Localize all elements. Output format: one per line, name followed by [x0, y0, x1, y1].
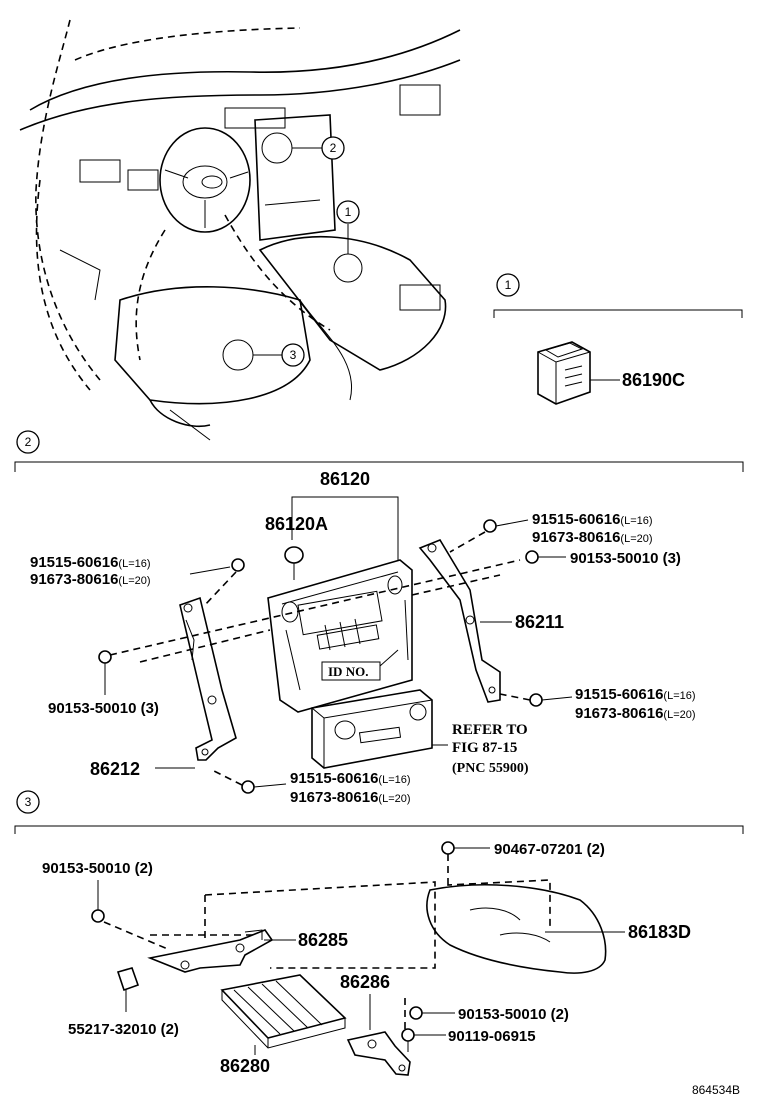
part-bottom-b: 91673-80616(L=20) [290, 789, 411, 806]
part-86120a: 86120A [265, 514, 328, 534]
callout-1: 1 [333, 200, 363, 283]
callout-2: 2 [261, 132, 345, 164]
id-number-label: ID NO. [321, 649, 399, 681]
nut-left-icon [98, 650, 112, 695]
screw-right-lower-icon [499, 693, 543, 707]
bracket-86286-icon [346, 1031, 411, 1076]
svg-text:(PNC 55900): (PNC 55900) [452, 761, 529, 776]
part-86286: 86286 [340, 972, 390, 992]
part-86280: 86280 [220, 1056, 270, 1076]
part-right-lower-b: 91673-80616(L=20) [575, 705, 696, 722]
svg-text:2: 2 [330, 141, 337, 155]
svg-text:2: 2 [25, 435, 32, 449]
svg-text:FIG 87-15: FIG 87-15 [452, 740, 517, 756]
bracket-86285-icon [147, 929, 274, 973]
amplifier-86280-icon [220, 974, 347, 1049]
part-90119: 90119-06915 [448, 1028, 536, 1045]
part-86211: 86211 [515, 612, 564, 632]
callout-3: 3 [222, 339, 305, 371]
bracket-86211-icon [418, 539, 501, 703]
part-86285: 86285 [298, 930, 348, 950]
part-right-lower-a: 91515-60616(L=16) [575, 686, 696, 703]
cover-86183d-icon [426, 884, 607, 974]
svg-text:1: 1 [505, 278, 512, 292]
part-86120: 86120 [320, 469, 370, 489]
screw-right-upper-icon [449, 519, 497, 553]
part-90153-left: 90153-50010 (2) [42, 860, 153, 877]
part-90467: 90467-07201 (2) [494, 841, 605, 858]
clip-55217-icon [116, 967, 140, 1012]
part-86212: 86212 [90, 759, 140, 779]
part-left-upper-b: 91673-80616(L=20) [30, 571, 151, 588]
svg-text:ID NO.: ID NO. [328, 664, 368, 679]
svg-text:1: 1 [345, 205, 352, 219]
part-86183d: 86183D [628, 922, 691, 942]
knob-86120a-icon [284, 546, 304, 580]
part-right-upper-a: 91515-60616(L=16) [532, 511, 653, 528]
dashboard-overview-illustration [19, 19, 461, 441]
screw-left-upper-icon [203, 558, 245, 607]
switch-86190c-icon [537, 341, 591, 405]
part-left-nut: 90153-50010 (3) [48, 700, 159, 717]
part-right-nut: 90153-50010 (3) [570, 550, 681, 567]
center-panel-86120-icon [267, 559, 413, 713]
svg-text:3: 3 [290, 348, 297, 362]
bolt-90119-icon [401, 1028, 415, 1052]
nut-section3-right-icon [409, 1006, 423, 1020]
figure-id: 864534B [692, 1083, 740, 1097]
part-left-upper-a: 91515-60616(L=16) [30, 554, 151, 571]
nut-right-icon [525, 550, 539, 564]
part-bottom-a: 91515-60616(L=16) [290, 770, 411, 787]
part-right-upper-b: 91673-80616(L=20) [532, 529, 653, 546]
part-55217: 55217-32010 (2) [68, 1021, 179, 1038]
section-2: 2 86120 86120A ID NO. [14, 430, 744, 806]
clip-90467-icon [441, 841, 455, 882]
screw-bottom-icon [211, 769, 255, 794]
svg-text:REFER TO: REFER TO [452, 722, 528, 738]
part-90153-right: 90153-50010 (2) [458, 1006, 569, 1023]
part-86190c: 86190C [622, 370, 685, 390]
bracket-86212-icon [179, 596, 237, 761]
climate-control-unit-icon [311, 689, 433, 769]
svg-text:3: 3 [25, 795, 32, 809]
section-1: 1 86190C [493, 273, 743, 405]
section-3: 3 90153-50010 (2) 90467-07201 (2) 86183D [14, 790, 744, 1076]
nut-section3-left-icon [91, 909, 105, 923]
